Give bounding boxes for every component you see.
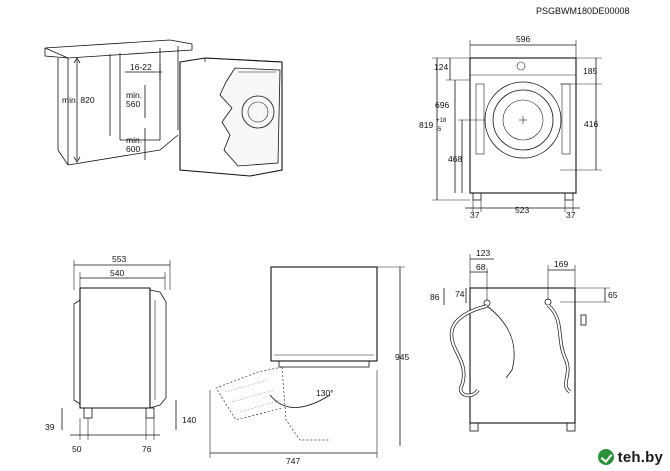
rear-inlet-width-label: 123 [476,248,490,258]
rear-view: 123 68 169 86 74 65 [430,248,618,432]
side-rear-height-label: 140 [182,415,196,425]
side-depth-body-label: 540 [110,268,124,278]
watermark: teh.by [594,446,666,468]
niche-gap-label: 16-22 [130,62,152,72]
rear-inlet-offset-label: 68 [476,262,486,272]
side-view: 553 540 50 76 39 140 [45,254,196,454]
niche-depth-label: min.560 [126,90,142,109]
niche-height-label: min. 820 [62,95,95,105]
front-view: 596 124 696 819 +18 -5 468 [419,34,602,220]
side-foot-height-label: 39 [45,422,55,432]
rear-drain-offset-label: 169 [554,259,568,269]
niche-view: min. 820 16-22 min.560 min.600 [44,39,193,166]
checkmark-icon [597,449,614,465]
machine-perspective [179,57,283,177]
front-width-label: 596 [516,34,530,44]
rear-inlet-small-label: 74 [455,289,465,299]
front-tol-minus: -5 [436,127,442,133]
door-open-depth-label: 747 [286,456,300,466]
watermark-text: teh.by [617,448,663,466]
front-tol-plus: +18 [436,118,447,124]
door-open-height-label: 945 [395,352,409,362]
front-total-height-label: 819 [419,120,433,130]
door-open-view: 130° 945 747 [209,266,409,466]
side-depth-total-label: 553 [112,254,126,264]
rear-drain-height-label: 65 [608,290,618,300]
door-open-angle-label: 130° [316,388,334,398]
front-foot-right-label: 37 [566,210,576,220]
rear-inlet-height-label: 86 [430,292,440,302]
side-foot-offset-label: 50 [72,444,82,454]
front-body-height-label: 696 [435,100,449,110]
front-door-center-label: 468 [448,154,462,164]
niche-width-label: min.600 [126,135,142,154]
front-top-offset-label: 124 [434,62,448,72]
side-rear-foot-label: 76 [142,444,152,454]
front-foot-span-label: 523 [515,205,529,215]
front-top-right-label: 185 [583,66,597,76]
front-foot-left-label: 37 [470,210,480,220]
front-door-height-label: 416 [584,119,598,129]
document-code: PSGBWM180DE00008 [536,6,630,16]
